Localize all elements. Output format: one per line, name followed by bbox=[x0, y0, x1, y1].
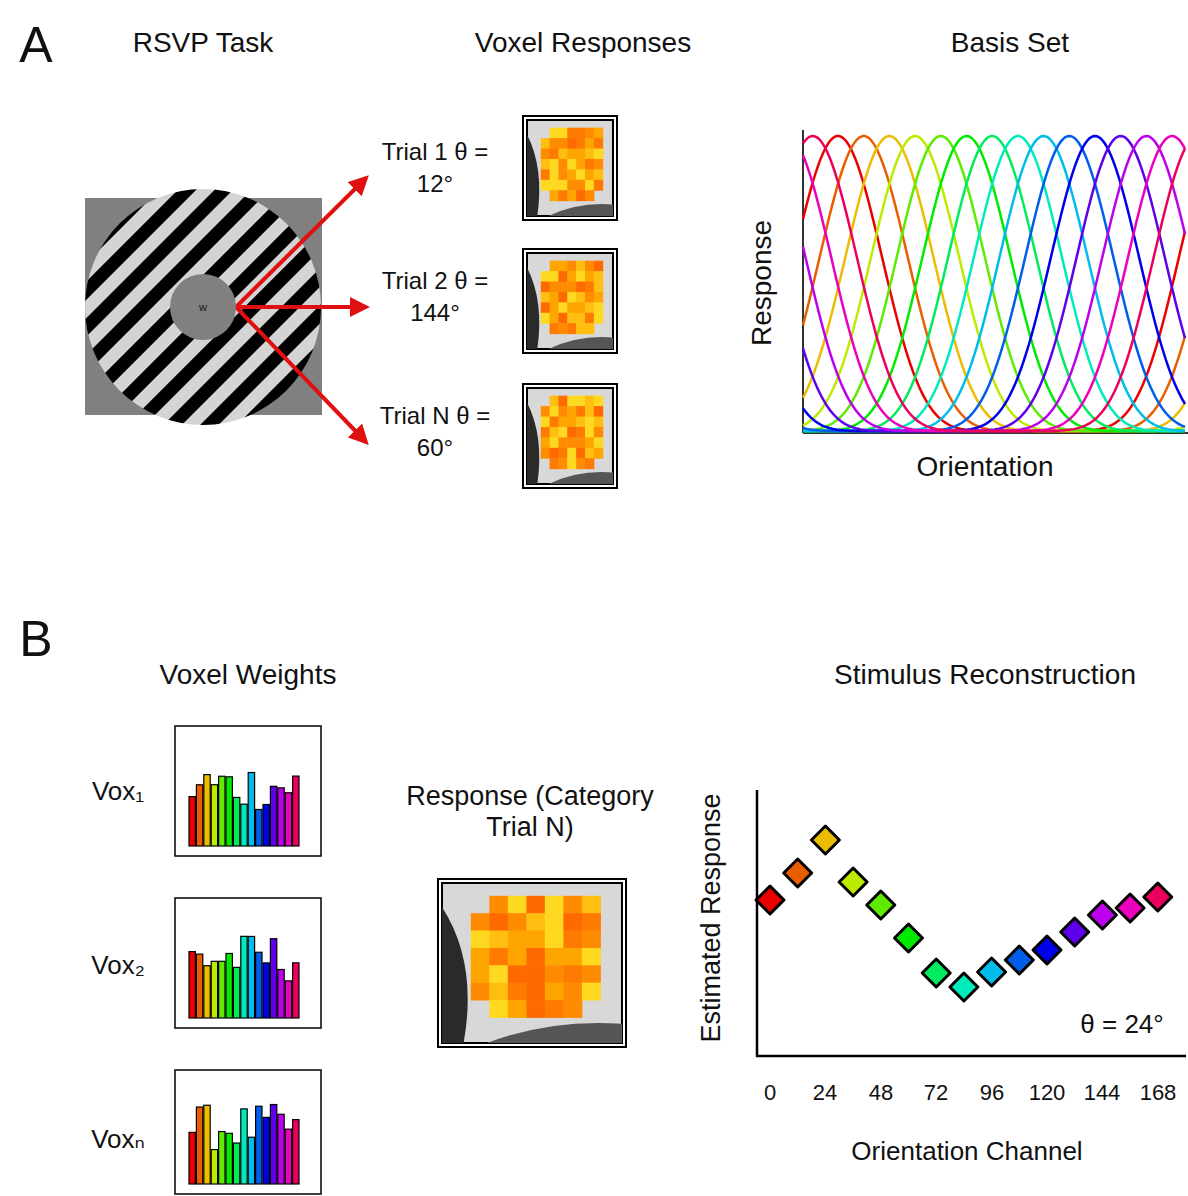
channel-marker bbox=[950, 973, 978, 1001]
weight-chart bbox=[175, 726, 321, 856]
channel-marker bbox=[1116, 894, 1144, 922]
basis-curve bbox=[803, 136, 1185, 431]
basis-curve bbox=[803, 136, 1185, 431]
tick-label: 144 bbox=[1084, 1080, 1121, 1105]
node-text: Trial 2 θ = 144° bbox=[372, 265, 498, 330]
node-text: w bbox=[199, 302, 207, 313]
trial-label: Trial N θ = 60° bbox=[372, 398, 498, 467]
axis-label: Response bbox=[746, 220, 778, 346]
basis-curve bbox=[803, 136, 1185, 431]
voxel-map bbox=[523, 249, 617, 353]
tick-label: 168 bbox=[1140, 1080, 1177, 1105]
channel-marker bbox=[1005, 946, 1033, 974]
trial-label: Trial 1 θ = 12° bbox=[372, 134, 498, 203]
basis-curve bbox=[803, 136, 1185, 431]
basis-curve bbox=[803, 136, 1185, 431]
basis-curve bbox=[803, 136, 1185, 431]
channel-marker bbox=[922, 959, 950, 987]
basis-curve bbox=[803, 136, 1185, 431]
node-text: Trial N θ = 60° bbox=[372, 400, 498, 465]
basis-curve bbox=[803, 136, 1185, 431]
panel-heading: RSVP Task bbox=[133, 27, 274, 59]
basis-curve bbox=[803, 136, 1185, 431]
tick-label: 24 bbox=[813, 1080, 837, 1105]
channel-marker bbox=[978, 958, 1006, 986]
channel-marker bbox=[1033, 936, 1061, 964]
channel-marker bbox=[895, 924, 923, 952]
trial-label: Trial 2 θ = 144° bbox=[372, 263, 498, 332]
node-text: Trial 1 θ = 12° bbox=[372, 136, 498, 201]
axis-label: Orientation Channel bbox=[851, 1137, 1082, 1167]
row-label: Vox₁ bbox=[92, 777, 144, 807]
panel-letter: A bbox=[19, 17, 52, 75]
panel-heading: Basis Set bbox=[951, 27, 1069, 59]
tick-label: 120 bbox=[1029, 1080, 1066, 1105]
basis-curve bbox=[803, 136, 1185, 431]
arrow-connector bbox=[236, 307, 366, 442]
tick-label: 0 bbox=[764, 1080, 776, 1105]
channel-marker bbox=[756, 886, 784, 914]
basis-curve bbox=[803, 136, 1185, 431]
arrow-connector bbox=[236, 305, 366, 309]
row-label: Vox₂ bbox=[91, 951, 144, 981]
annotation: θ = 24° bbox=[1080, 1010, 1163, 1040]
tick-label: 72 bbox=[924, 1080, 948, 1105]
basis-curve bbox=[803, 136, 1185, 431]
basis-curve bbox=[803, 136, 1185, 431]
channel-marker bbox=[839, 868, 867, 896]
panel-heading: Voxel Weights bbox=[160, 659, 337, 691]
channel-marker bbox=[1144, 883, 1172, 911]
voxel-map bbox=[523, 384, 617, 488]
fixation-disc: w bbox=[170, 274, 236, 340]
tick-label: 48 bbox=[869, 1080, 893, 1105]
basis-curve bbox=[803, 136, 1185, 431]
basis-curve bbox=[803, 136, 1185, 431]
voxel-map bbox=[438, 879, 626, 1047]
voxel-map bbox=[523, 116, 617, 220]
channel-marker bbox=[1061, 918, 1089, 946]
weight-chart bbox=[175, 1070, 321, 1194]
panel-letter: B bbox=[19, 611, 52, 669]
channel-marker bbox=[784, 859, 812, 887]
row-label: Voxₙ bbox=[91, 1125, 145, 1155]
tick-label: 96 bbox=[980, 1080, 1004, 1105]
panel-heading: Voxel Responses bbox=[475, 27, 691, 59]
axis-label: Estimated Response bbox=[696, 793, 727, 1042]
axis-label: Orientation bbox=[917, 451, 1054, 483]
channel-marker bbox=[811, 826, 839, 854]
panel-heading: Response (Category Trial N) bbox=[405, 781, 655, 843]
weight-chart bbox=[175, 898, 321, 1028]
panel-heading: Stimulus Reconstruction bbox=[834, 659, 1136, 691]
arrow-connector bbox=[236, 178, 366, 307]
channel-marker bbox=[1088, 901, 1116, 929]
channel-marker bbox=[867, 891, 895, 919]
